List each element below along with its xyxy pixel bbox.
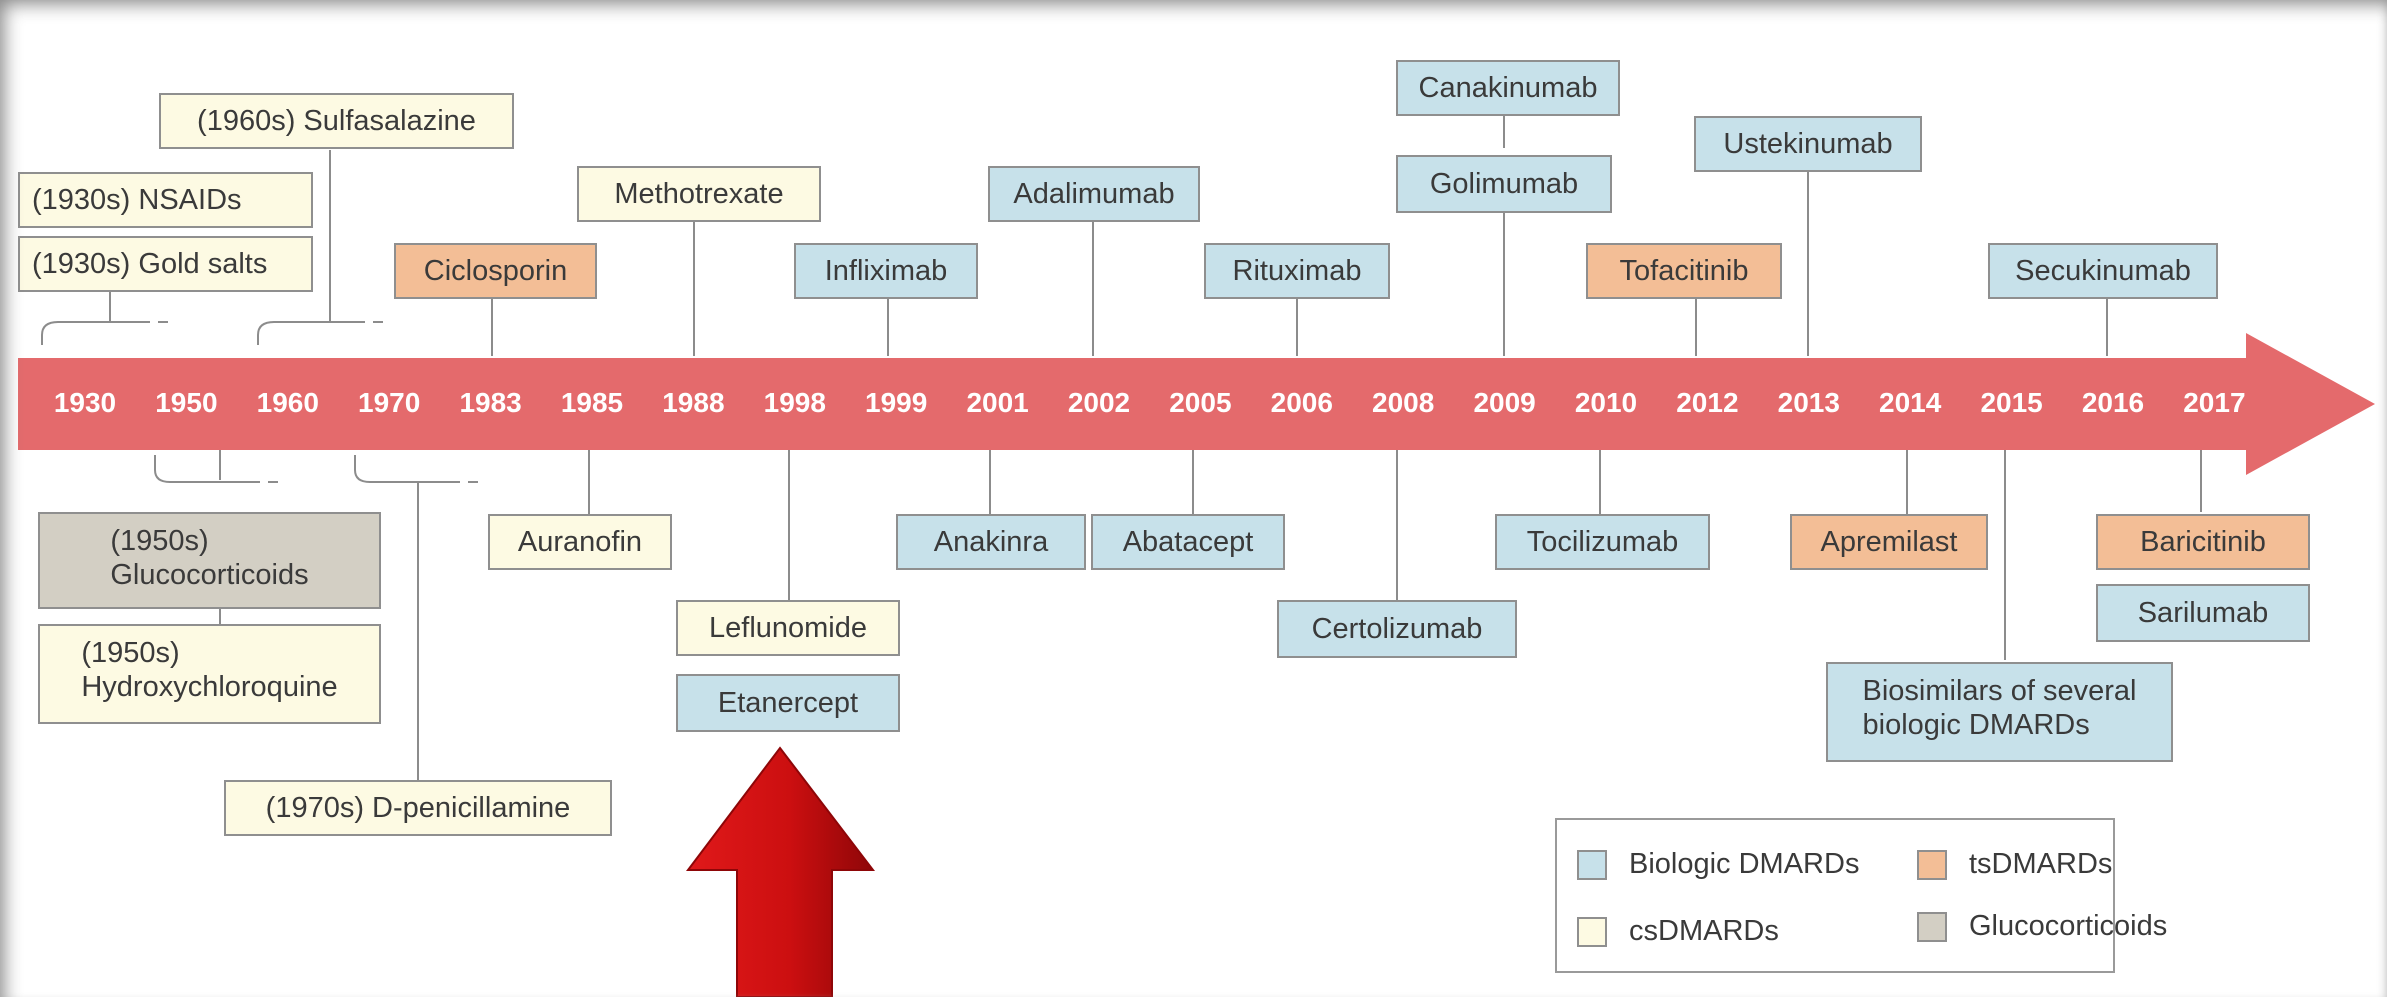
year-label-2006: 2006 xyxy=(1270,387,1333,418)
year-label-1988: 1988 xyxy=(662,387,725,418)
legend-gc: Glucocorticoids xyxy=(1917,910,2167,943)
methotrexate-box: Methotrexate xyxy=(577,166,821,222)
year-label-2013: 2013 xyxy=(1777,387,1840,418)
year-label-2005: 2005 xyxy=(1169,387,1232,418)
year-label-2008: 2008 xyxy=(1372,387,1435,418)
legend-biologic: Biologic DMARDs xyxy=(1577,848,1859,881)
year-label-2010: 2010 xyxy=(1574,387,1638,418)
year-label-2017: 2017 xyxy=(2183,387,2246,418)
sarilumab-box: Sarilumab xyxy=(2096,584,2310,642)
year-label-2001: 2001 xyxy=(966,387,1029,418)
hydroxychloroquine-box: (1950s)Hydroxychloroquine xyxy=(38,624,381,724)
year-label-1960: 1960 xyxy=(256,387,319,418)
glucocorticoids-label: Glucocorticoids xyxy=(110,559,309,591)
apremilast-box: Apremilast xyxy=(1790,514,1988,570)
d-penicillamine-box: (1970s) D-penicillamine xyxy=(224,780,612,836)
rituximab-box: Rituximab xyxy=(1204,243,1390,299)
hydroxychloroquine-year: (1950s) xyxy=(81,637,180,669)
leflunomide-box: Leflunomide xyxy=(676,600,900,656)
legend-ts-label: tsDMARDs xyxy=(1969,848,2113,880)
infliximab-box: Infliximab xyxy=(794,243,978,299)
ustekinumab-box: Ustekinumab xyxy=(1694,116,1922,172)
nsaids-box: (1930s) NSAIDs xyxy=(18,172,313,228)
legend-cs-label: csDMARDs xyxy=(1629,915,1779,947)
legend-gc-swatch xyxy=(1917,911,1947,942)
secukinumab-box: Secukinumab xyxy=(1988,243,2218,299)
legend-cs: csDMARDs xyxy=(1577,915,1779,948)
etanercept-box: Etanercept xyxy=(676,674,900,732)
anakinra-box: Anakinra xyxy=(896,514,1086,570)
tofacitinib-box: Tofacitinib xyxy=(1586,243,1782,299)
year-label-1985: 1985 xyxy=(560,387,624,418)
legend-biologic-label: Biologic DMARDs xyxy=(1629,848,1860,880)
certolizumab-box: Certolizumab xyxy=(1277,600,1517,658)
legend-cs-swatch xyxy=(1577,916,1607,947)
year-label-2012: 2012 xyxy=(1676,387,1739,418)
golimumab-box: Golimumab xyxy=(1396,155,1612,213)
baricitinib-box: Baricitinib xyxy=(2096,514,2310,570)
ciclosporin-box: Ciclosporin xyxy=(394,243,597,299)
sulfasalazine-box: (1960s) Sulfasalazine xyxy=(159,93,514,149)
year-label-1998: 1998 xyxy=(763,387,826,418)
year-label-2009: 2009 xyxy=(1473,387,1536,418)
year-label-1999: 1999 xyxy=(865,387,928,418)
year-label-2015: 2015 xyxy=(1980,387,2043,418)
auranofin-box: Auranofin xyxy=(488,514,672,570)
gold-salts-box: (1930s) Gold salts xyxy=(18,236,313,292)
legend-ts: tsDMARDs xyxy=(1917,848,2112,881)
year-label-2016: 2016 xyxy=(2081,387,2145,418)
adalimumab-box: Adalimumab xyxy=(988,166,1200,222)
hydroxychloroquine-label: Hydroxychloroquine xyxy=(81,671,338,703)
year-label-1983: 1983 xyxy=(459,387,522,418)
tocilizumab-box: Tocilizumab xyxy=(1495,514,1710,570)
legend-biologic-swatch xyxy=(1577,849,1607,880)
glucocorticoids-box: (1950s)Glucocorticoids xyxy=(38,512,381,609)
year-label-1930: 1930 xyxy=(53,387,117,418)
canakinumab-box: Canakinumab xyxy=(1396,60,1620,116)
biosimilars-line1: Biosimilars of several xyxy=(1862,675,2137,707)
legend: Biologic DMARDs tsDMARDs csDMARDs Glucoc… xyxy=(1555,818,2167,973)
year-label-2014: 2014 xyxy=(1879,387,1942,418)
biosimilars-line2: biologic DMARDs xyxy=(1862,709,2090,741)
legend-gc-label: Glucocorticoids xyxy=(1969,910,2168,942)
abatacept-box: Abatacept xyxy=(1091,514,1285,570)
year-label-1970: 1970 xyxy=(358,387,421,418)
glucocorticoids-year: (1950s) xyxy=(110,525,209,557)
year-label-2002: 2002 xyxy=(1067,387,1131,418)
legend-ts-swatch xyxy=(1917,849,1947,880)
year-label-1950: 1950 xyxy=(155,387,218,418)
